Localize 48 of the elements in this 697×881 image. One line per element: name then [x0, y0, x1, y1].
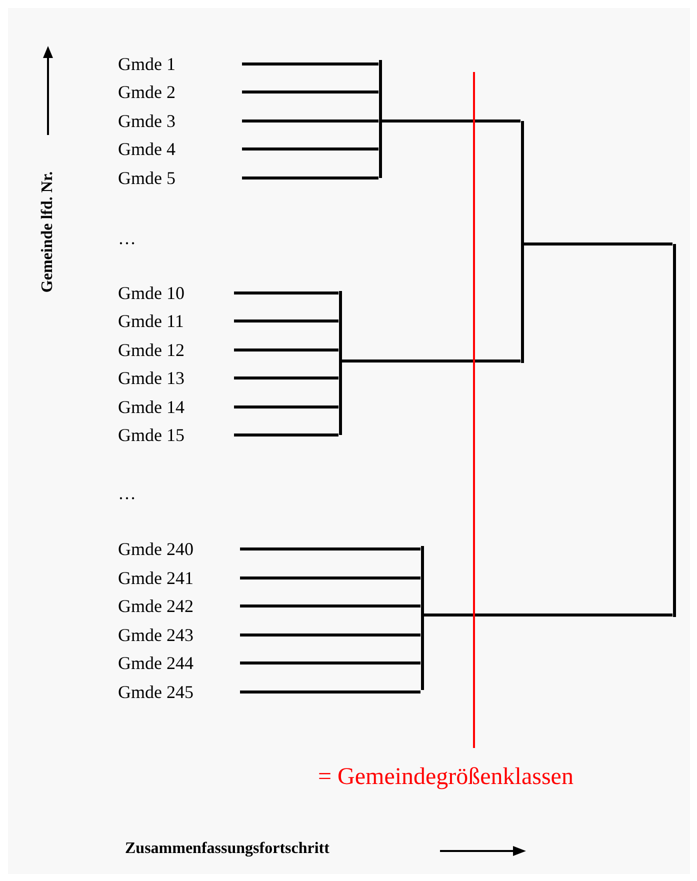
vertical-junction-line: [672, 244, 676, 617]
tree-link: [234, 406, 338, 408]
vertical-junction-line: [420, 546, 424, 690]
tree-link: [234, 434, 338, 436]
municipality-label: Gmde 245: [118, 681, 194, 703]
axis-title: Zusammenfassungsfortschritt: [125, 840, 330, 858]
municipality-label: Gmde 11: [118, 310, 184, 332]
tree-link: [242, 176, 378, 180]
vertical-junction-line: [520, 121, 524, 363]
ellipsis: …: [118, 228, 136, 249]
tree-link: [234, 292, 338, 294]
municipality-label: Gmde 242: [118, 595, 194, 617]
tree-link: [240, 690, 420, 694]
municipality-label: Gmde 15: [118, 424, 184, 446]
municipality-label: Gmde 14: [118, 396, 184, 418]
tree-link: [234, 320, 338, 322]
tree-link: [342, 360, 520, 362]
ellipsis: …: [118, 483, 136, 504]
tree-link: [240, 634, 420, 636]
tree-link: [524, 242, 672, 246]
municipality-label: Gmde 10: [118, 282, 184, 304]
municipality-label: Gmde 243: [118, 624, 194, 646]
tree-link: [424, 614, 672, 616]
municipality-label: Gmde 2: [118, 81, 176, 103]
tree-link: [234, 348, 338, 352]
tree-link: [242, 120, 378, 122]
municipality-label: Gmde 241: [118, 567, 194, 589]
tree-link: [382, 120, 520, 122]
municipality-label: Gmde 4: [118, 138, 176, 160]
vertical-junction-line: [338, 291, 342, 435]
tree-link: [234, 376, 338, 380]
municipality-label: Gmde 244: [118, 652, 194, 674]
axis-title: Gemeinde lfd. Nr.: [39, 171, 57, 293]
tree-link: [240, 576, 420, 580]
vertical-junction-line: [378, 60, 382, 178]
municipality-label: Gmde 240: [118, 538, 194, 560]
municipality-label: Gmde 5: [118, 167, 176, 189]
municipality-label: Gmde 3: [118, 110, 176, 132]
municipality-label: Gmde 13: [118, 367, 184, 389]
municipality-label: Gmde 1: [118, 53, 176, 75]
tree-link: [240, 662, 420, 664]
tree-link: [240, 548, 420, 550]
tree-link: [242, 148, 378, 150]
tree-link: [242, 90, 378, 94]
threshold-legend: = Gemeindegrößenklassen: [318, 764, 574, 791]
municipality-label: Gmde 12: [118, 339, 184, 361]
tree-link: [242, 62, 378, 66]
tree-link: [240, 604, 420, 608]
